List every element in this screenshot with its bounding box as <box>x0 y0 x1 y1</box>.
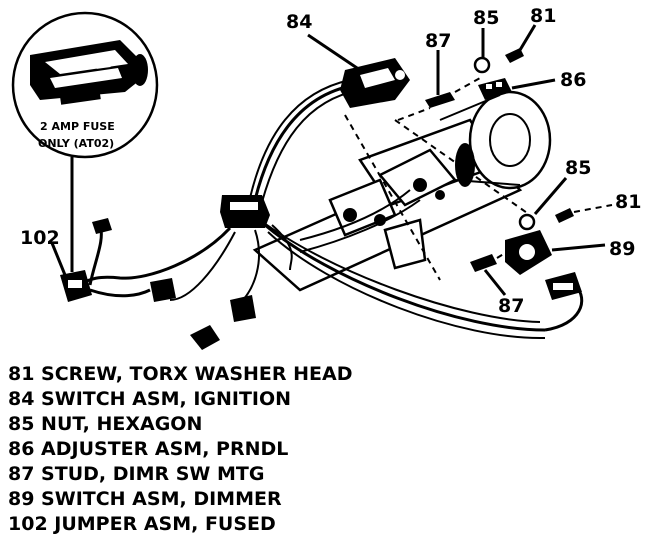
legend-line-89: 89 SWITCH ASM, DIMMER <box>8 488 282 510</box>
callout-85-top: 85 <box>473 7 499 29</box>
leader-81-top <box>518 24 537 51</box>
legend-line-81: 81 SCREW, TORX WASHER HEAD <box>8 363 353 385</box>
callout-102: 102 <box>20 227 60 249</box>
callout-89: 89 <box>609 238 635 260</box>
callout-87-top: 87 <box>425 30 451 52</box>
legend-line-84: 84 SWITCH ASM, IGNITION <box>8 388 291 410</box>
alignment-dash-1 <box>344 114 441 281</box>
fuse-note-line1: 2 AMP FUSE <box>40 120 115 133</box>
callout-81-top: 81 <box>530 5 556 27</box>
fused-jumper-102 <box>50 218 176 302</box>
leader-86 <box>511 78 556 90</box>
callout-87-bottom: 87 <box>498 295 524 317</box>
loose-clip <box>190 325 220 350</box>
leader-84 <box>307 33 361 72</box>
legend-line-87: 87 STUD, DIMR SW MTG <box>8 463 264 485</box>
prndl-adjuster-86 <box>397 24 556 121</box>
fuse-note-line2: ONLY (AT02) <box>38 137 114 150</box>
leader-85-mid <box>533 177 568 215</box>
callout-86: 86 <box>560 69 586 91</box>
leader-102 <box>50 242 67 276</box>
legend-line-85: 85 NUT, HEXAGON <box>8 413 202 435</box>
leader-87-bottom <box>483 269 507 296</box>
ignition-switch-84 <box>307 33 410 108</box>
legend-line-86: 86 ADJUSTER ASM, PRNDL <box>8 438 288 460</box>
parts-legend: 81 SCREW, TORX WASHER HEAD 84 SWITCH ASM… <box>8 363 353 535</box>
callout-81-mid: 81 <box>615 191 641 213</box>
steering-column <box>220 90 552 292</box>
leader-89 <box>551 243 606 252</box>
dimmer-switch-89 <box>470 177 613 300</box>
legend-line-102: 102 JUMPER ASM, FUSED <box>8 513 276 535</box>
alignment-dash-2 <box>394 119 531 216</box>
fuse-detail-inset: 2 AMP FUSE ONLY (AT02) <box>11 11 159 159</box>
loose-connector <box>230 295 256 322</box>
callout-85-mid: 85 <box>565 157 591 179</box>
callout-84: 84 <box>286 11 312 33</box>
